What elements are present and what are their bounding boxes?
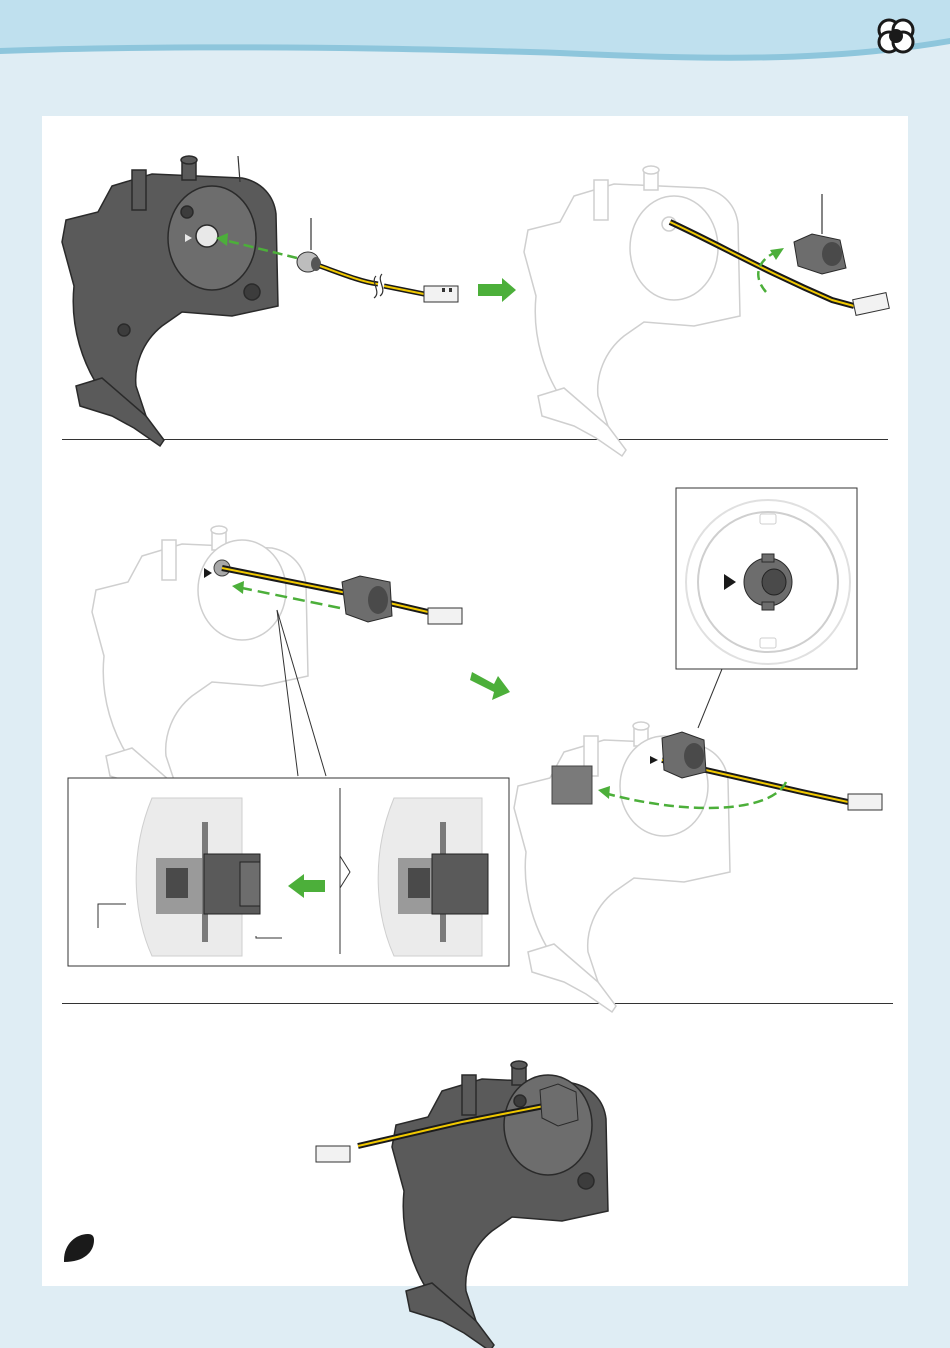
next-arrow-1 — [478, 278, 516, 302]
dark-housing — [62, 156, 278, 446]
ferrite-core — [297, 218, 321, 272]
overlapping-circles-logo-icon — [879, 20, 913, 52]
detail-cross-section — [68, 778, 509, 966]
wire-with-connector — [320, 266, 458, 302]
header-band — [0, 0, 950, 80]
bushing-on-wire — [342, 576, 392, 622]
ghost-housing — [524, 166, 740, 456]
dark-bushing — [794, 194, 846, 274]
detail-closeup-keyway — [676, 488, 857, 669]
instruction-panel — [42, 116, 908, 1286]
ghost-housing-step-2 — [92, 526, 308, 816]
illustrations — [42, 116, 908, 1286]
next-arrow-2 — [470, 672, 510, 700]
note-bullet-icon — [64, 1234, 94, 1262]
detail-cross-section-after — [378, 798, 488, 956]
